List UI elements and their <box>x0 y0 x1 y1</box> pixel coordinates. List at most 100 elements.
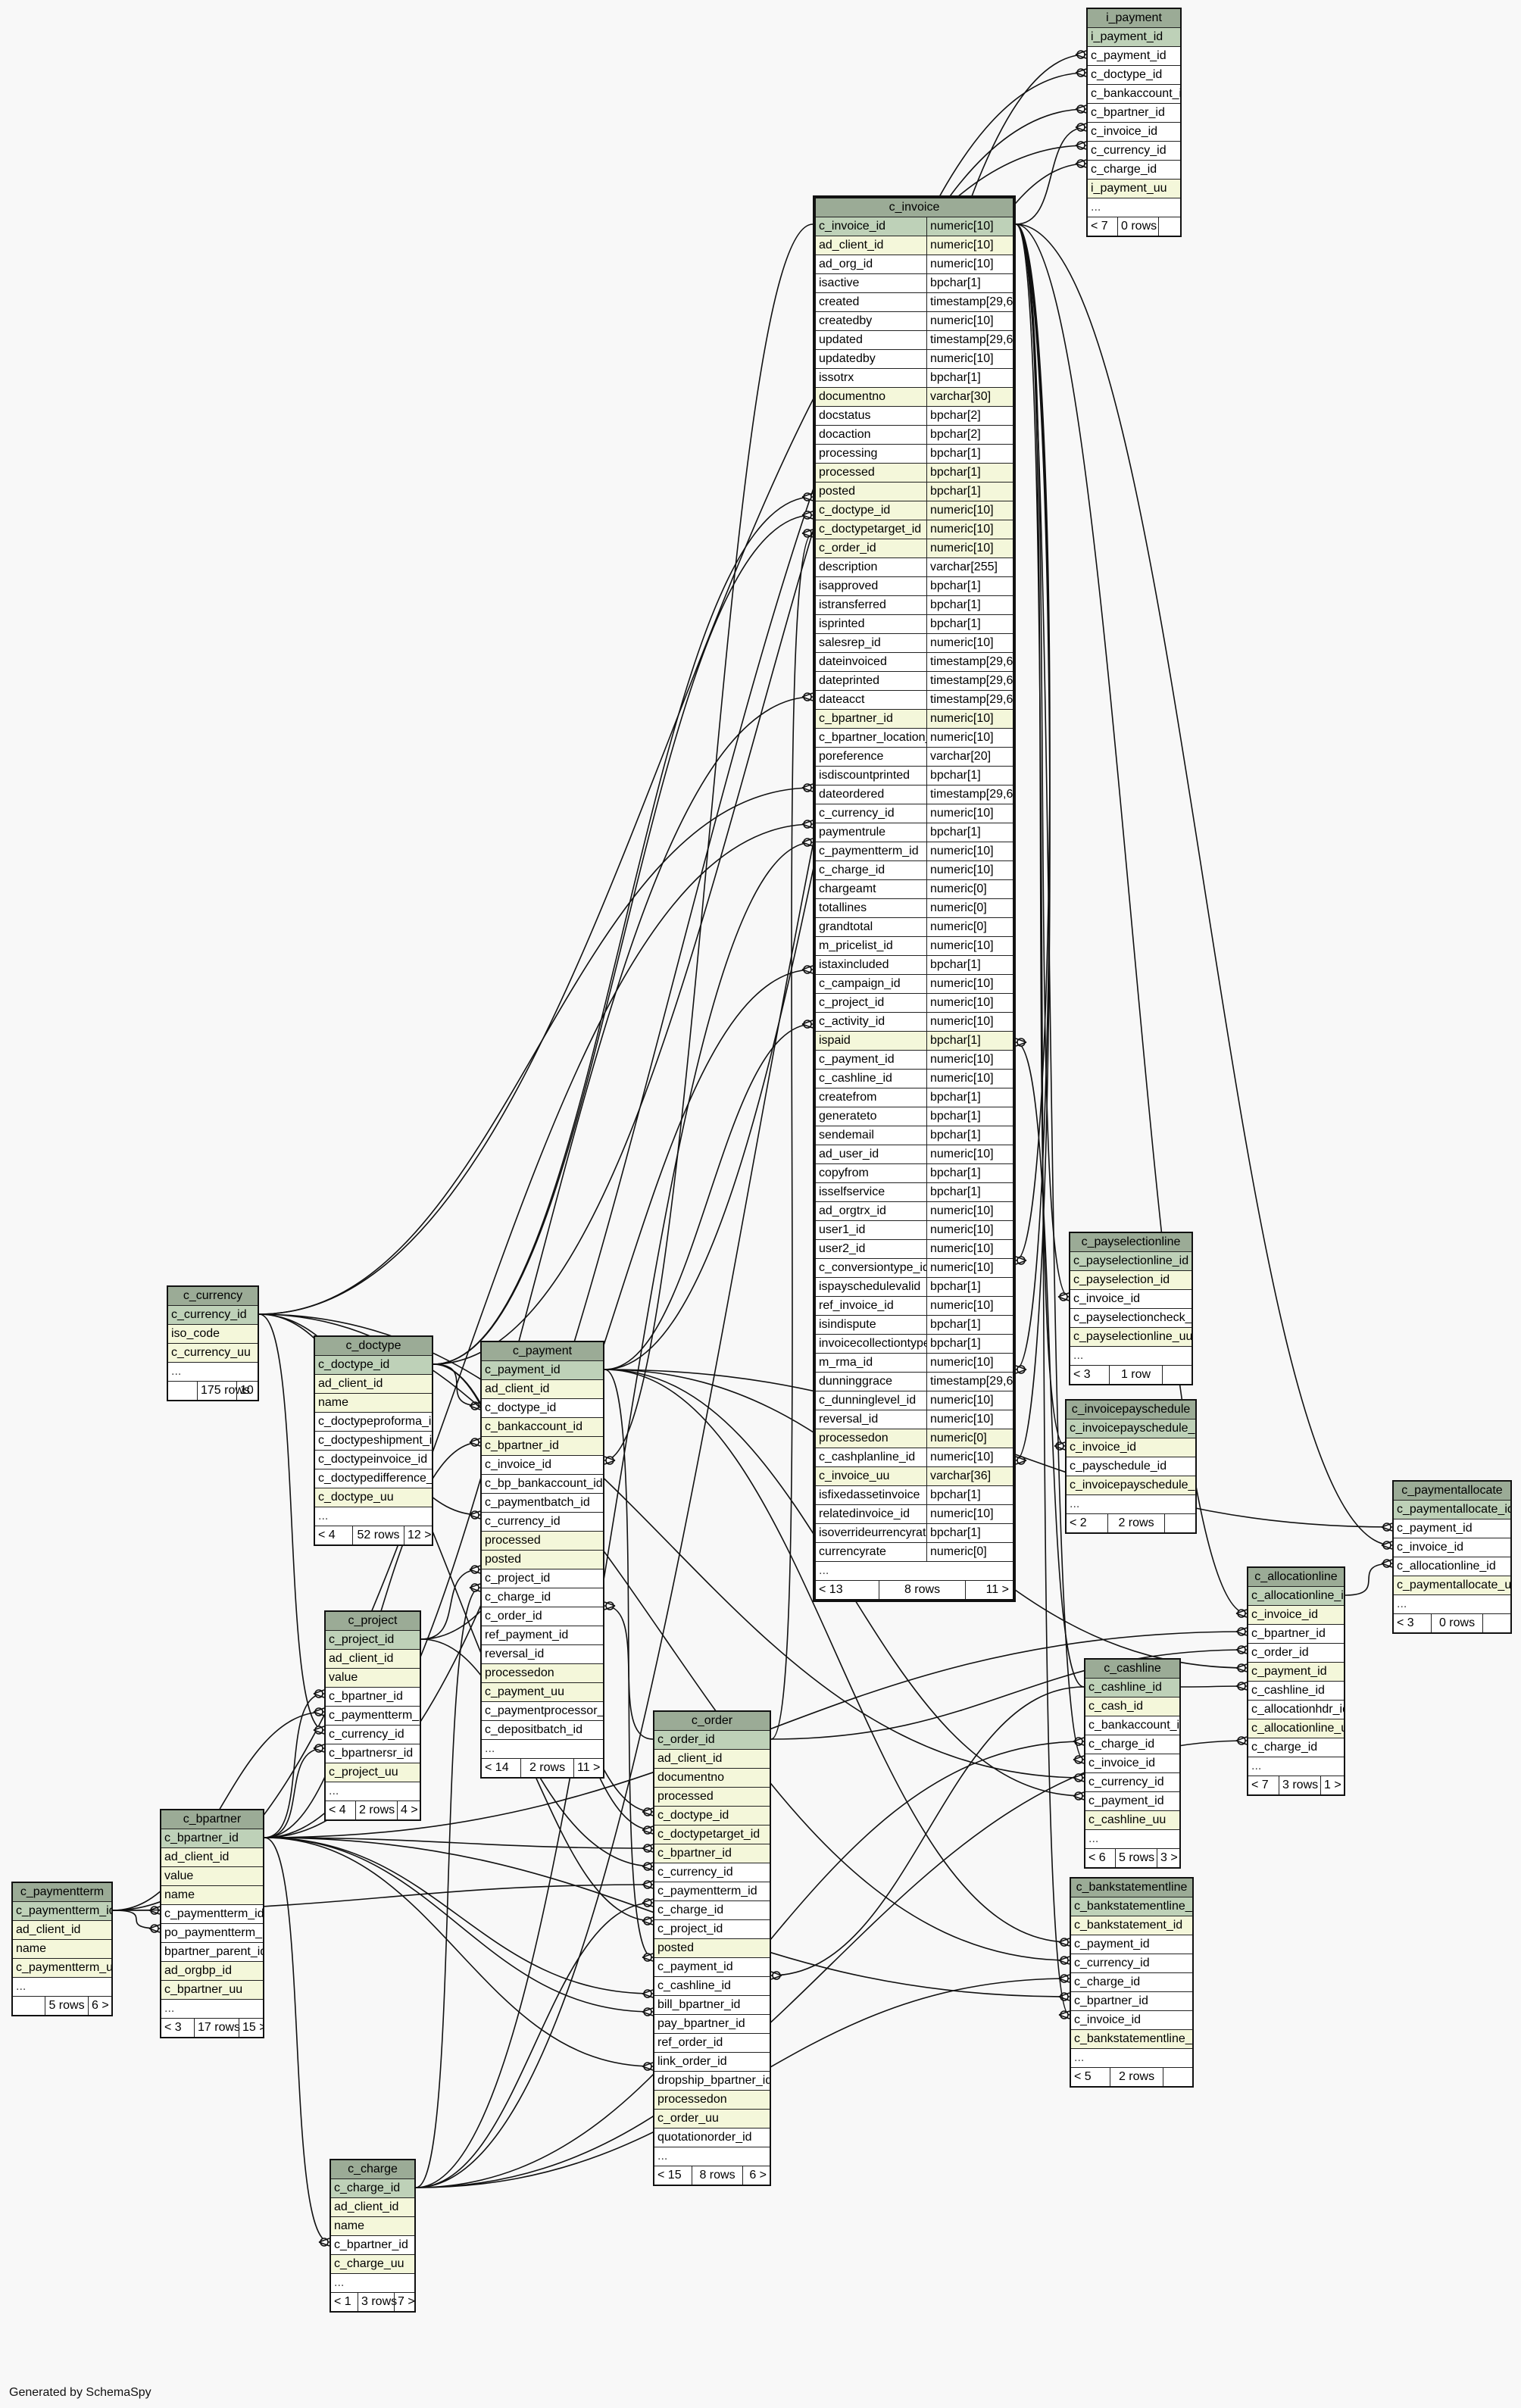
column-row[interactable]: c_currency_uu <box>168 1344 258 1363</box>
column-row[interactable]: c_allocationline_uu <box>1248 1719 1344 1738</box>
column-row[interactable]: c_paymentterm_uu <box>13 1959 111 1978</box>
column-row[interactable]: c_invoice_id <box>1394 1538 1510 1557</box>
column-row[interactable]: c_bankstatement_id <box>1071 1916 1192 1935</box>
column-row[interactable]: ad_orgbp_id <box>161 1962 263 1981</box>
column-row[interactable]: c_payselection_id <box>1070 1271 1192 1290</box>
column-row[interactable]: dropship_bpartner_id <box>654 2072 770 2091</box>
column-row[interactable]: c_payselectionline_uu <box>1070 1328 1192 1347</box>
column-row[interactable]: c_invoice_id <box>482 1456 603 1475</box>
column-row[interactable]: c_bp_bankaccount_id <box>482 1475 603 1494</box>
column-row[interactable]: c_paymentterm_id <box>654 1882 770 1901</box>
column-row[interactable]: c_doctypedifference_id <box>315 1469 432 1488</box>
column-row[interactable]: c_payment_id <box>1248 1663 1344 1682</box>
column-row[interactable]: bpartner_parent_id <box>161 1943 263 1962</box>
column-row[interactable]: documentno <box>654 1769 770 1788</box>
column-row[interactable]: c_paymentterm_id <box>13 1902 111 1921</box>
column-row[interactable]: c_cashline_id <box>654 1977 770 1996</box>
column-row[interactable]: c_depositbatch_id <box>482 1721 603 1740</box>
column-row[interactable]: c_allocationline_id <box>1248 1587 1344 1606</box>
column-row[interactable]: c_payment_id <box>1071 1935 1192 1954</box>
column-row[interactable]: c_payselectionline_id <box>1070 1252 1192 1271</box>
column-row[interactable]: c_bpartner_id <box>654 1844 770 1863</box>
column-row[interactable]: c_currency_id <box>482 1513 603 1532</box>
column-row[interactable]: ad_client_id <box>315 1375 432 1394</box>
column-row[interactable]: c_cash_id <box>1085 1697 1179 1716</box>
column-row[interactable]: c_currency_id <box>326 1726 420 1744</box>
column-row[interactable]: c_cashline_id <box>1248 1682 1344 1701</box>
column-row[interactable]: c_doctypeinvoice_id <box>315 1451 432 1469</box>
column-row[interactable]: c_order_id <box>1248 1644 1344 1663</box>
column-row[interactable]: c_charge_id <box>1248 1738 1344 1757</box>
column-row[interactable]: iso_code <box>168 1325 258 1344</box>
column-row[interactable]: name <box>13 1940 111 1959</box>
column-row[interactable]: processed <box>482 1532 603 1551</box>
column-row[interactable]: c_bpartner_id <box>326 1688 420 1707</box>
column-row[interactable]: c_bpartner_id <box>161 1829 263 1848</box>
column-row[interactable]: c_paymentallocate_uu <box>1394 1576 1510 1595</box>
column-row[interactable]: c_invoice_id <box>1248 1606 1344 1625</box>
column-row[interactable]: c_bpartner_id <box>482 1437 603 1456</box>
column-row[interactable]: c_invoice_id <box>1070 1290 1192 1309</box>
column-row[interactable]: c_currency_id <box>168 1306 258 1325</box>
column-row[interactable]: c_currency_id <box>1088 142 1180 161</box>
column-row[interactable]: c_payselectioncheck_id <box>1070 1309 1192 1328</box>
column-row[interactable]: processed <box>654 1788 770 1807</box>
column-row[interactable]: c_project_uu <box>326 1763 420 1782</box>
column-row[interactable]: c_currency_id <box>1071 1954 1192 1973</box>
column-row[interactable]: ad_client_id <box>331 2198 414 2217</box>
column-row[interactable]: c_order_id <box>654 1731 770 1750</box>
column-row[interactable]: c_doctypeshipment_id <box>315 1432 432 1451</box>
column-row[interactable]: processedon <box>654 2091 770 2110</box>
column-row[interactable]: value <box>326 1669 420 1688</box>
column-row[interactable]: i_payment_uu <box>1088 180 1180 198</box>
column-row[interactable]: c_allocationline_id <box>1394 1557 1510 1576</box>
column-row[interactable]: c_paymentterm_id <box>326 1707 420 1726</box>
column-row[interactable]: c_charge_id <box>654 1901 770 1920</box>
column-row[interactable]: i_payment_id <box>1088 28 1180 47</box>
column-row[interactable]: c_payment_id <box>1085 1792 1179 1811</box>
column-row[interactable]: ref_order_id <box>654 2034 770 2053</box>
column-row[interactable]: c_order_id <box>482 1607 603 1626</box>
column-row[interactable]: c_bankaccount_id <box>1085 1716 1179 1735</box>
